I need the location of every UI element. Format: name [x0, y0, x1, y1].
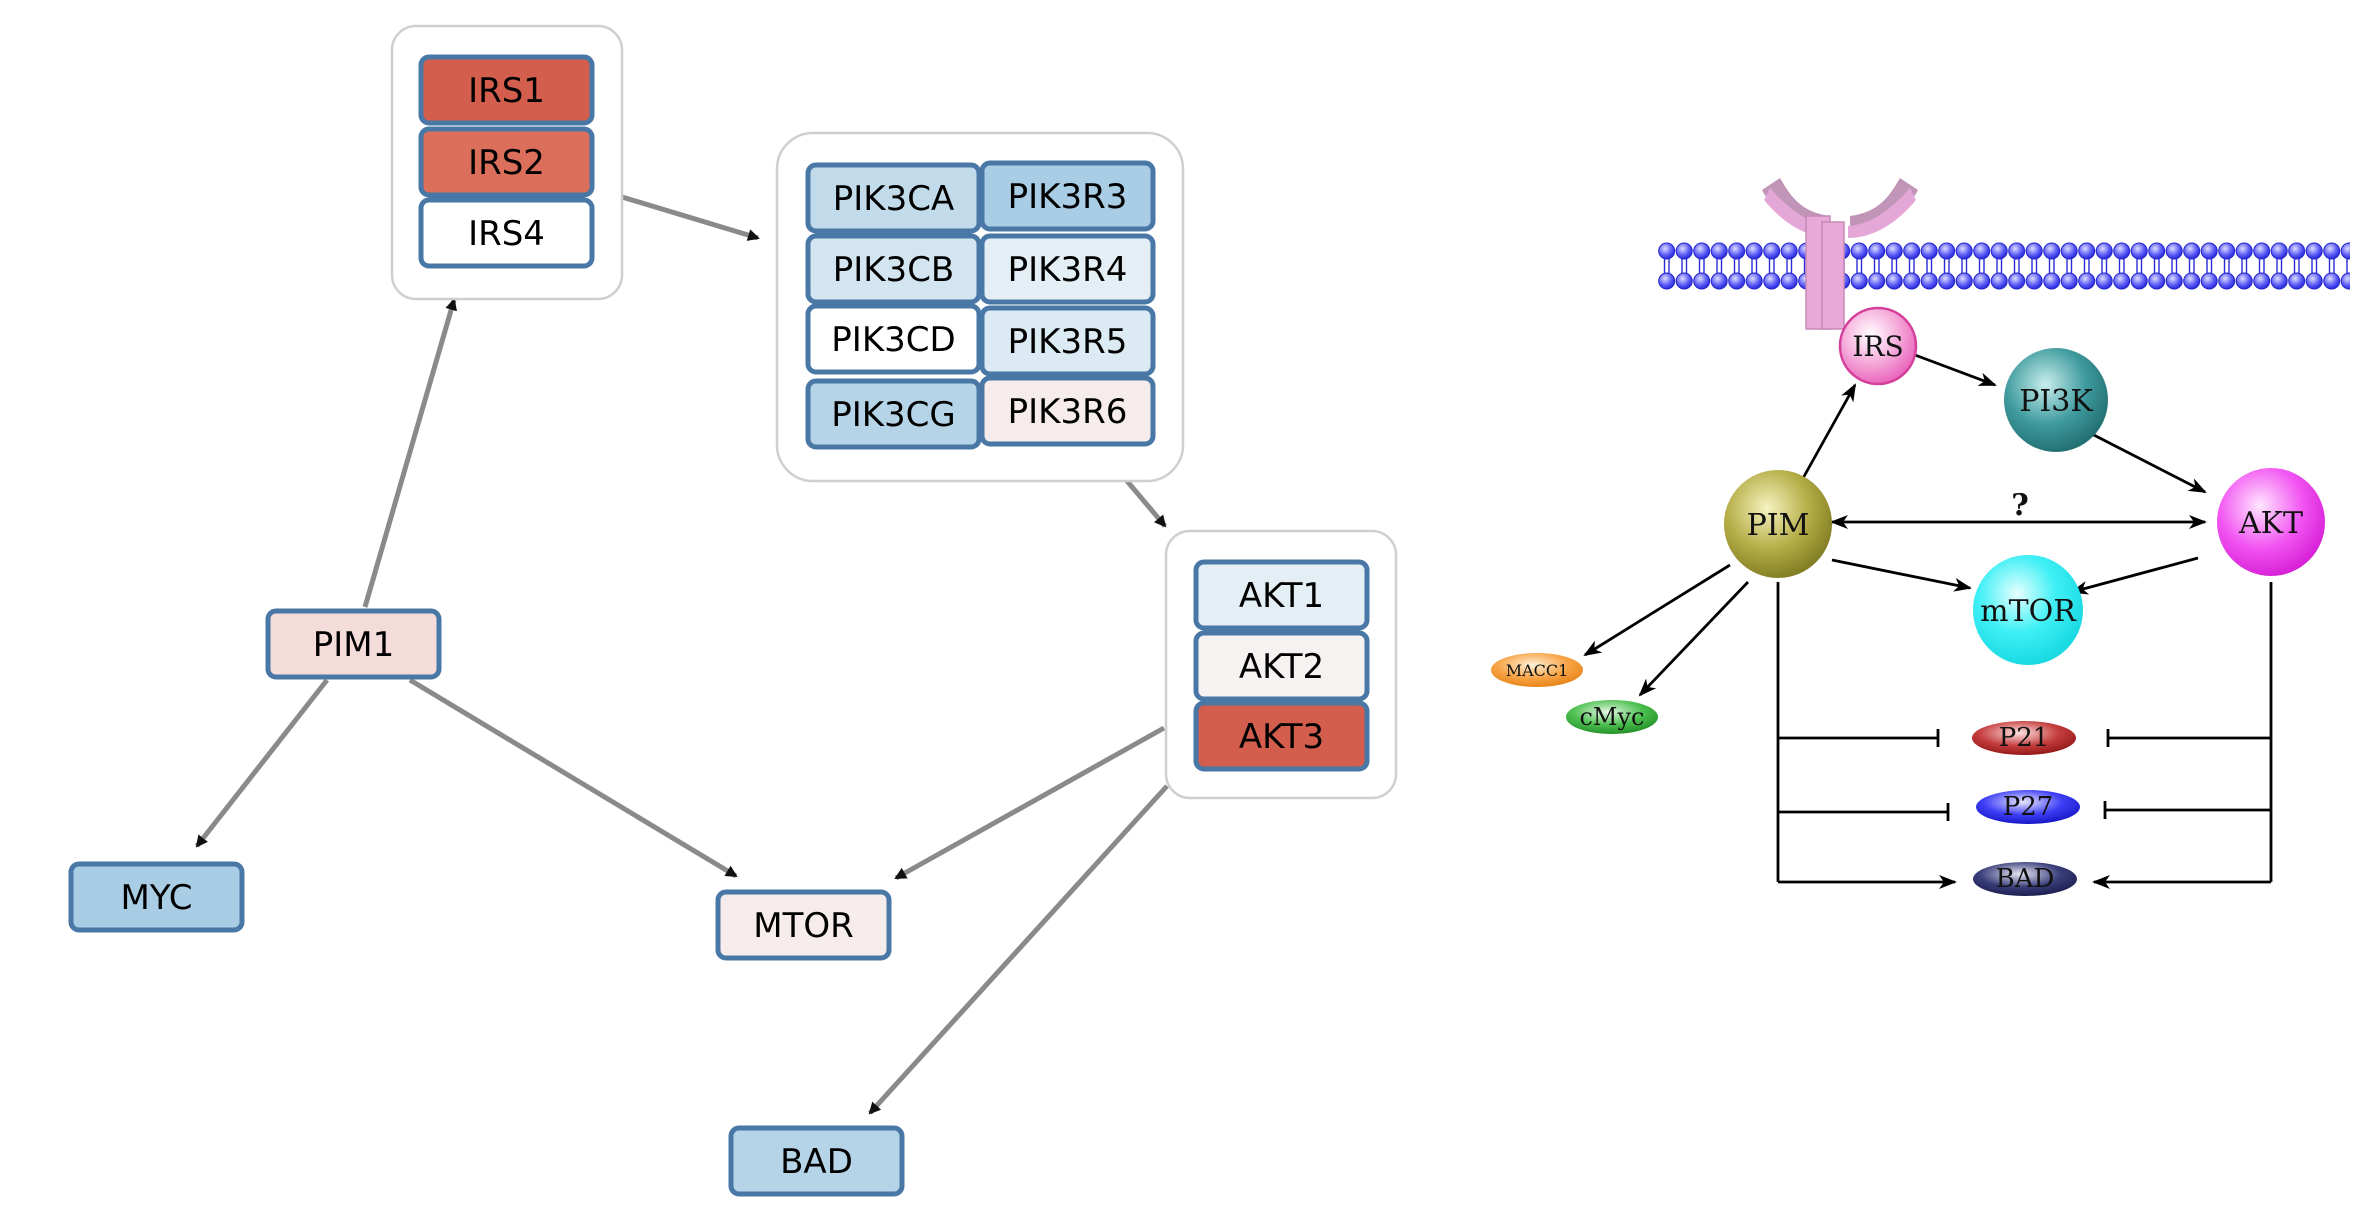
macc1-label: MACC1 [1506, 661, 1569, 680]
akt-ball-label: AKT [2238, 506, 2303, 541]
node-myc[interactable]: MYC [68, 861, 245, 933]
node-pik3r3[interactable]: PIK3R3 [979, 160, 1156, 232]
receptor-icon [1762, 178, 1918, 330]
node-irs4-label: IRS4 [468, 214, 545, 254]
unknown-interaction-label: ? [2011, 488, 2029, 523]
node-irs2[interactable]: IRS2 [418, 126, 595, 198]
bad-label: BAD [1996, 864, 2055, 894]
pim-ball[interactable]: PIM [1724, 470, 1832, 578]
node-pik3r6-label: PIK3R6 [1008, 392, 1128, 432]
macc1-ellipse[interactable]: MACC1 [1491, 653, 1583, 687]
irs-ball-label: IRS [1852, 330, 1903, 363]
network-edges [195, 194, 1169, 1115]
node-pik3cg-label: PIK3CG [831, 395, 956, 435]
node-pik3cb-label: PIK3CB [833, 250, 955, 290]
arrow-pim-irs [1800, 383, 1857, 481]
mtor-ball-label: mTOR [1980, 594, 2077, 629]
node-mtor[interactable]: MTOR [715, 889, 892, 961]
node-pik3ca-label: PIK3CA [833, 179, 954, 219]
cmyc-ellipse[interactable]: cMyc [1566, 700, 1658, 734]
pi3k-ball-label: PI3K [2019, 384, 2093, 419]
node-irs1[interactable]: IRS1 [418, 54, 595, 126]
node-mtor-label: MTOR [753, 906, 854, 946]
p27-ellipse[interactable]: P27 [1976, 790, 2080, 824]
arrow-akt-mtor [2070, 556, 2199, 595]
node-akt3[interactable]: AKT3 [1193, 700, 1370, 772]
node-myc-label: MYC [121, 878, 193, 918]
left-network: IRS1 IRS2 IRS4 PIK3CA PIK3R3 [68, 24, 1398, 1197]
pik3-group: PIK3CA PIK3R3 PIK3CB PIK3R4 PIK3CD PIK3R… [805, 160, 1156, 450]
node-pik3r5-label: PIK3R5 [1008, 322, 1128, 362]
cell-membrane [1658, 240, 2350, 292]
pathway-edges [1583, 353, 2273, 889]
mtor-ball[interactable]: mTOR [1973, 555, 2083, 665]
node-pik3r4-label: PIK3R4 [1008, 250, 1128, 290]
cmyc-label: cMyc [1579, 703, 1644, 731]
node-pik3r4[interactable]: PIK3R4 [979, 233, 1156, 305]
edge-akt-bad [868, 784, 1169, 1115]
edge-pim1-myc [195, 678, 329, 848]
p21-ellipse[interactable]: P21 [1972, 721, 2076, 755]
arrow-irs-pi3k [1914, 353, 1997, 387]
arrow-pim-mtor [1831, 558, 1972, 592]
pi3k-ball[interactable]: PI3K [2004, 348, 2108, 452]
node-pim1[interactable]: PIM1 [265, 608, 442, 680]
akt-ball[interactable]: AKT [2217, 468, 2325, 576]
arrow-pi3k-akt [2087, 430, 2207, 494]
node-akt1[interactable]: AKT1 [1193, 559, 1370, 631]
edge-irs-pik3 [621, 194, 760, 241]
node-bad[interactable]: BAD [728, 1125, 905, 1197]
node-pik3cd[interactable]: PIK3CD [805, 303, 982, 375]
bad-ellipse[interactable]: BAD [1973, 862, 2077, 896]
edge-pik3-akt [1125, 479, 1167, 528]
node-pik3r3-label: PIK3R3 [1008, 177, 1128, 217]
node-pik3cg[interactable]: PIK3CG [805, 378, 982, 450]
node-pik3r5[interactable]: PIK3R5 [979, 305, 1156, 377]
arrow-pim-cmyc [1638, 581, 1750, 697]
arrow-pim-macc1 [1583, 563, 1731, 657]
node-akt3-label: AKT3 [1239, 717, 1324, 757]
irs-ball[interactable]: IRS [1838, 306, 1918, 386]
p27-label: P27 [2003, 792, 2054, 822]
edge-akt-mtor [894, 725, 1166, 881]
node-akt2-label: AKT2 [1239, 647, 1324, 687]
pim-ball-label: PIM [1747, 508, 1810, 543]
node-pik3cd-label: PIK3CD [831, 320, 955, 360]
node-bad-label: BAD [780, 1142, 853, 1182]
node-irs2-label: IRS2 [468, 143, 545, 183]
node-pim1-label: PIM1 [313, 625, 395, 665]
edge-pim1-mtor [408, 677, 738, 879]
node-pik3cb[interactable]: PIK3CB [805, 233, 982, 305]
edge-pim1-irs [362, 298, 457, 608]
node-irs4[interactable]: IRS4 [418, 197, 595, 269]
right-pathway: ? IRS PI3K PIM AKT mTOR MACC1 cM [1491, 178, 2350, 896]
akt-group: AKT1 AKT2 AKT3 [1193, 559, 1370, 772]
node-akt1-label: AKT1 [1239, 576, 1324, 616]
irs-group: IRS1 IRS2 IRS4 [418, 54, 595, 269]
node-pik3r6[interactable]: PIK3R6 [979, 375, 1156, 447]
node-akt2[interactable]: AKT2 [1193, 630, 1370, 702]
node-pik3ca[interactable]: PIK3CA [805, 162, 982, 234]
node-irs1-label: IRS1 [468, 71, 545, 111]
p21-label: P21 [1999, 723, 2050, 753]
